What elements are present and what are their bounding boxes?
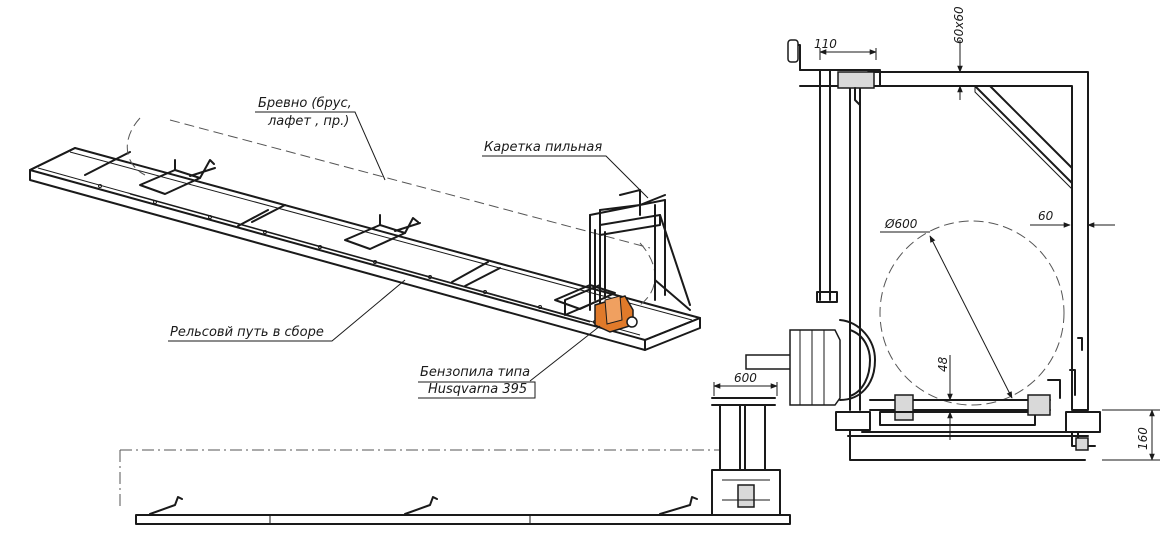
log-section-circle	[879, 220, 1065, 406]
log-clamp	[344, 214, 421, 250]
dim-600: 600	[734, 371, 757, 385]
rail-track	[29, 147, 701, 351]
front-view: 110 60x60 Ø600 60	[745, 6, 1160, 461]
label-saw: Бензопила типа Husqvarna 395	[418, 325, 601, 399]
dim-48: 48	[936, 356, 950, 372]
label-rail: Рельсовй путь в сборе	[168, 279, 406, 342]
log-clamp	[554, 284, 616, 310]
log-clamp	[139, 159, 216, 195]
dim-160: 160	[1136, 427, 1150, 450]
label-rail-text: Рельсовй путь в сборе	[170, 325, 324, 340]
saw-carriage	[564, 189, 691, 316]
dim-110: 110	[814, 37, 837, 51]
label-carriage-text: Каретка пильная	[484, 140, 602, 155]
label-log-line2: лафет , пр.)	[267, 114, 349, 129]
dim-60x60: 60x60	[952, 6, 966, 44]
label-log: Бревно (брус, лафет , пр.)	[255, 96, 386, 181]
label-log-line1: Бревно (брус,	[258, 96, 352, 111]
label-saw-line2: Husqvarna 395	[428, 382, 527, 397]
label-saw-line1: Бензопила типа	[420, 365, 530, 380]
dim-60: 60	[1038, 209, 1054, 223]
dim-600-diameter: Ø600	[884, 217, 918, 231]
side-view: 600	[119, 371, 791, 525]
label-carriage: Каретка пильная	[482, 140, 649, 199]
chainsaw	[594, 295, 638, 333]
